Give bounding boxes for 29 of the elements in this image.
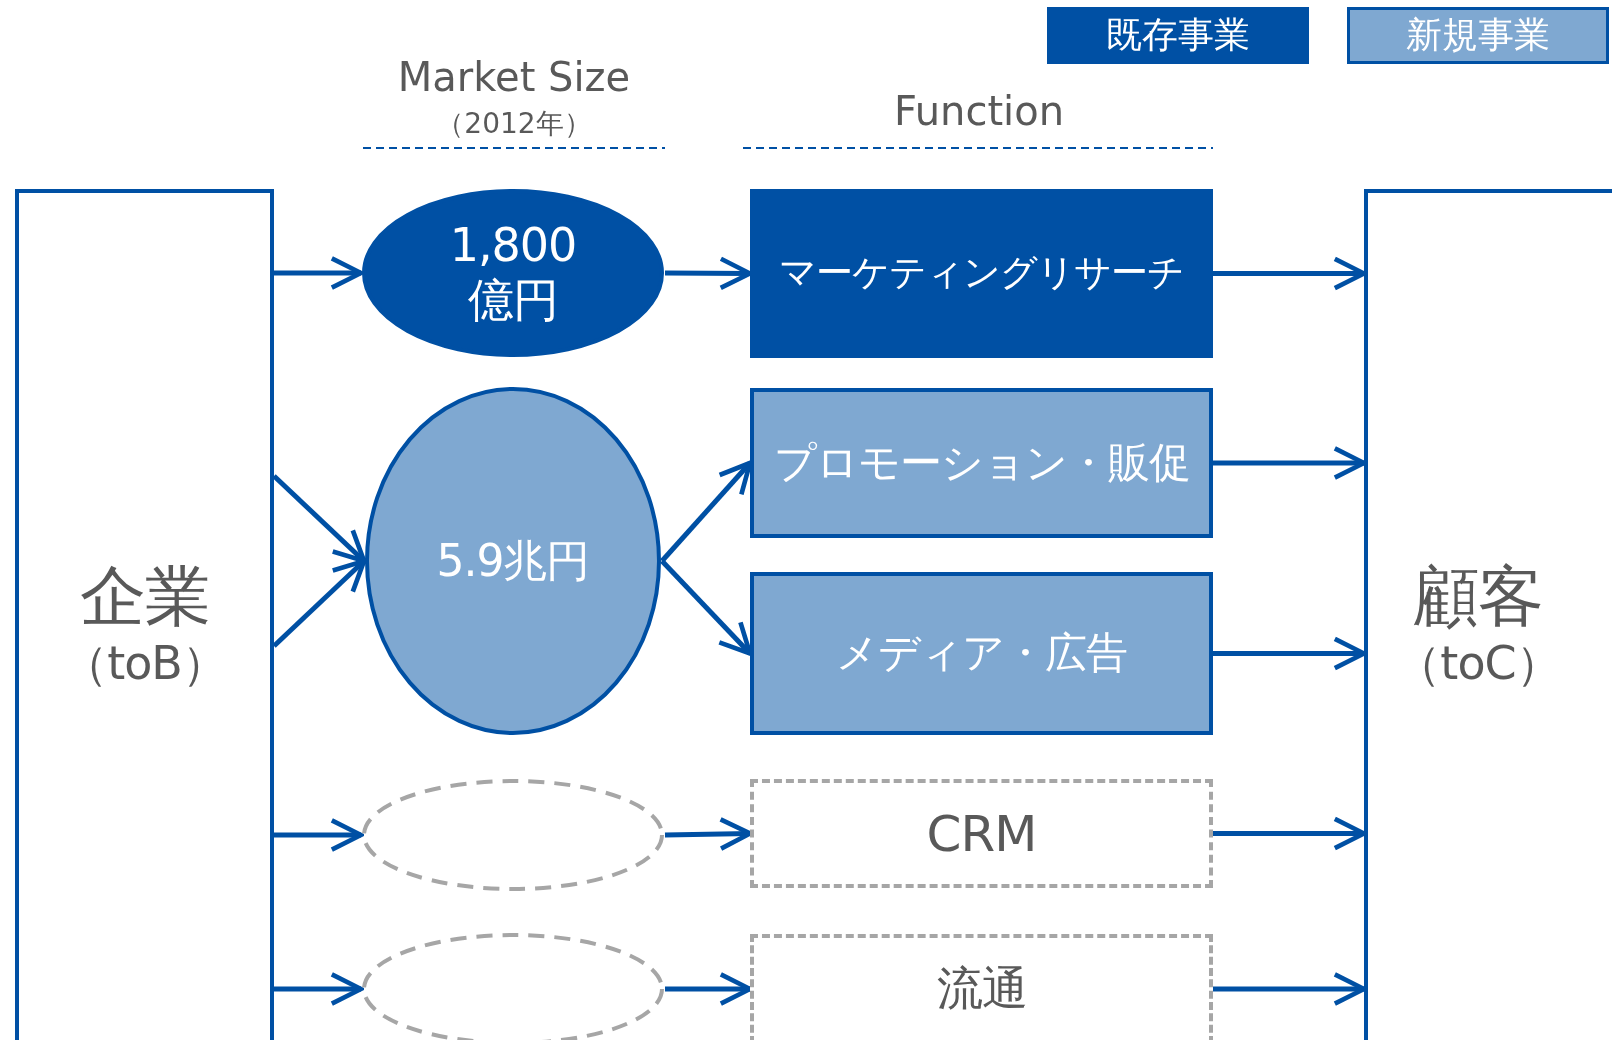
- node-label: メディア・広告: [836, 628, 1127, 679]
- node-label: CRM: [926, 803, 1037, 864]
- arrow: [274, 818, 364, 852]
- node-title: 企業: [79, 556, 210, 636]
- node-title: 顧客: [1413, 556, 1543, 636]
- ellipse: [364, 386, 662, 736]
- function-box: [750, 779, 1213, 888]
- function-box: [750, 189, 1213, 358]
- legend-label: 新規事業: [1406, 13, 1550, 57]
- node-label: 5.9兆円: [436, 534, 590, 588]
- company-box: [15, 189, 274, 1040]
- ellipse: [361, 778, 665, 892]
- node-label: 流通: [936, 961, 1027, 1017]
- column-heading: Function: [892, 88, 1066, 134]
- function-box: [750, 388, 1213, 538]
- node-label: マーケティングリサーチ: [779, 251, 1184, 296]
- arrow: [274, 256, 364, 290]
- column-heading: Market Size: [396, 54, 632, 100]
- node-label: 1,800億円: [448, 217, 578, 329]
- customer-box: [1364, 189, 1612, 1040]
- node-subtitle: （toB）: [62, 636, 227, 692]
- legend-label: 既存事業: [1106, 13, 1250, 57]
- column-subheading: （2012年）: [435, 106, 593, 142]
- node-label: プロモーション・販促: [773, 437, 1190, 489]
- node-subtitle: （toC）: [1395, 636, 1561, 692]
- arrow: [274, 972, 364, 1006]
- function-box: [750, 572, 1213, 735]
- function-box: [750, 934, 1213, 1040]
- ellipse: [361, 188, 665, 358]
